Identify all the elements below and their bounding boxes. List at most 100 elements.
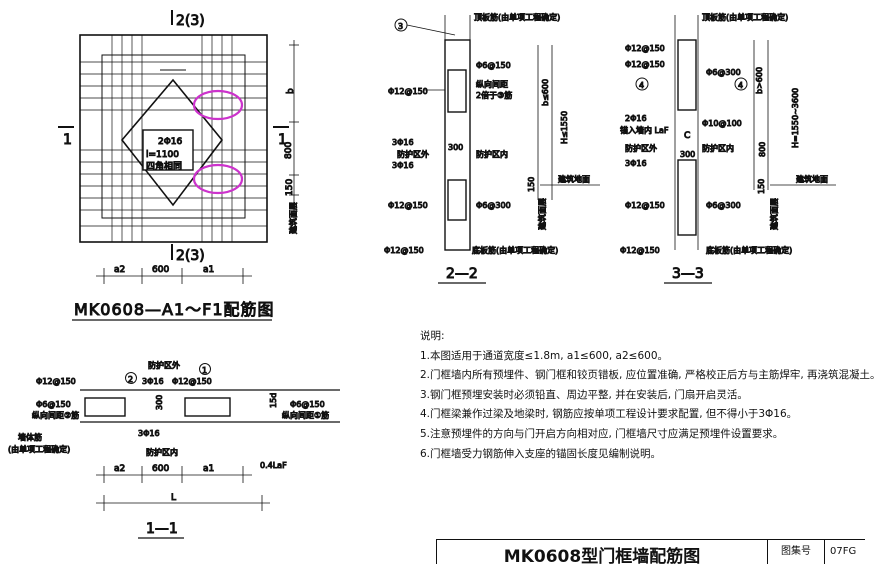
title-block-atlas-number: 07FG — [830, 546, 857, 557]
sec22-bottom-beam-cage — [447, 179, 467, 221]
sec22-stirrup-label: Φ6@150 — [476, 61, 511, 70]
plan-dim-150: 150 — [285, 179, 295, 196]
sec11-dim-15d: 15d — [269, 393, 278, 408]
plan-diag-length-label: l=1100 — [146, 150, 179, 160]
sec11-right-cage — [184, 397, 231, 417]
sec22-dim-h: H≤1550 — [560, 111, 569, 144]
note-item: 4.门框梁兼作过梁及地梁时, 钢筋应按单项工程设计要求配置, 但不得小于3Φ16… — [420, 408, 798, 421]
sec22-top-beam-cage — [447, 69, 467, 113]
sec11-left-cage — [84, 397, 126, 417]
note-item: 5.注意预埋件的方向与门开启方向相对应, 门框墙尺寸应满足预埋件设置要求。 — [420, 427, 784, 440]
plan-opening — [142, 129, 194, 171]
sec11-wall-bar-label: 墙体筋 — [18, 432, 42, 442]
sec22-dim-b: b≤600 — [541, 79, 550, 106]
sec33-dim-150: 150 — [757, 179, 766, 194]
sec22-floor-layer-label: 建筑面层 — [537, 198, 547, 230]
section-2-2: 3 顶板筋(由单项工程确定) Φ6@150 纵向间距 2倍于③筋 Φ12@150… — [384, 12, 600, 284]
sec33-3bar-label: 3Φ16 — [625, 159, 647, 168]
sec11-stirrup-label-left: Φ6@150 — [36, 400, 71, 409]
sec33-stirrup-label-2: Φ6@300 — [706, 201, 741, 210]
sec11-bar-label-b: Φ12@150 — [172, 377, 212, 386]
plan-dim-600: 600 — [152, 265, 169, 275]
sec22-dim-300: 300 — [448, 143, 463, 152]
sec11-inside-label: 防护区内 — [146, 447, 178, 457]
sec11-3bar-label-bottom: 3Φ16 — [138, 429, 160, 438]
sec33-bar-label-a: Φ12@150 — [625, 44, 665, 53]
sec11-dim-600: 600 — [152, 464, 169, 474]
plan-corner-note: 四角相同 — [146, 160, 182, 172]
sec11-caption: 1—1 — [146, 521, 178, 537]
sec33-dim-b: b>600 — [755, 67, 764, 94]
sec33-marker-4-right: 4 — [738, 81, 743, 90]
drawing-sheet: 2Φ16 l=1100 四角相同 2(3) 2(3) 1 1 b 800 150… — [8, 10, 881, 567]
sec33-dim-800: 800 — [758, 142, 767, 157]
plan-floor-label: 建筑面层 — [288, 202, 298, 234]
plan-dim-800: 800 — [284, 142, 294, 159]
sec22-marker-3: 3 — [398, 22, 403, 31]
sec11-longitudinal-label-left: 纵向间距②筋 — [32, 410, 79, 420]
sec11-dim-anchor: 0.4LaF — [260, 461, 287, 470]
section-3-3: 顶板筋(由单项工程确定) Φ12@150 Φ12@150 4 Φ6@300 4 … — [620, 12, 836, 284]
sec33-outside-label: 防护区外 — [625, 143, 657, 153]
plan-diag-bars-label: 2Φ16 — [158, 137, 183, 147]
plan-section-marker-bottom: 2(3) — [176, 248, 205, 264]
sec11-outside-label: 防护区外 — [148, 360, 180, 370]
sec22-longitudinal-label-2: 2倍于③筋 — [476, 90, 512, 100]
note-item: 3.钢门框预埋安装时必须铅直、周边平整, 并在安装后, 门扇开启灵活。 — [420, 388, 748, 401]
sec22-wall — [444, 39, 471, 251]
sec33-stirrup-label: Φ6@300 — [706, 68, 741, 77]
sec11-3bar-label-top: 3Φ16 — [142, 377, 164, 386]
plan-section-marker-top: 2(3) — [176, 13, 205, 29]
sec22-dim-150: 150 — [527, 177, 536, 192]
sec22-wall-bar-label: Φ12@150 — [388, 87, 428, 96]
sec22-outside-label: 防护区外 — [397, 149, 429, 159]
sec33-floor-label: 建筑地面 — [796, 174, 828, 184]
drawing-canvas: 2Φ16 l=1100 四角相同 2(3) 2(3) 1 1 b 800 150… — [8, 10, 836, 539]
sec22-3bar-label-top: 3Φ16 — [392, 138, 414, 147]
sec22-bottom-bar-label: Φ12@150 — [384, 246, 424, 255]
sec33-bottom-bar-label: Φ12@150 — [620, 246, 660, 255]
sec33-inside-label: 防护区内 — [702, 143, 734, 153]
title-block: MK0608型门框墙配筋图 图集号 07FG — [436, 539, 865, 567]
sec11-dim-L: L — [171, 493, 176, 503]
plan-outline — [79, 34, 268, 243]
sec33-wall-bar-label: Φ12@150 — [625, 201, 665, 210]
sec11-dim-300: 300 — [155, 395, 164, 410]
sec11-wall-bar-note: (由单项工程确定) — [8, 444, 70, 454]
sec33-anchor-label: 锚入墙内 LaF — [620, 125, 669, 135]
sec11-dim-a2: a2 — [114, 464, 125, 474]
sec33-bar-label-b: Φ12@150 — [625, 60, 665, 69]
sec11-stirrup-label-right: Φ6@150 — [290, 400, 325, 409]
sec11-bar-label-a: Φ12@150 — [36, 377, 76, 386]
sec33-top-beam-cage — [677, 39, 697, 111]
plan-rebar-grid — [80, 35, 267, 242]
sec33-caption: 3—3 — [672, 266, 704, 282]
plan-diagonal-bars — [120, 78, 224, 207]
sec11-dim-a1: a1 — [203, 464, 214, 474]
sec33-stirrup-10-label: Φ10@100 — [702, 119, 742, 128]
sec33-dim-300: 300 — [680, 150, 695, 159]
plan-view: 2Φ16 l=1100 四角相同 2(3) 2(3) 1 1 b 800 150… — [58, 10, 299, 321]
sec11-marker-1: 1 — [202, 366, 207, 375]
sec22-caption: 2—2 — [446, 266, 478, 282]
sec22-stirrup-label-2: Φ6@300 — [476, 201, 511, 210]
notes-heading: 说明: — [420, 330, 445, 342]
highlight-ellipse-upper — [192, 89, 244, 121]
sec22-floor-label: 建筑地面 — [558, 174, 590, 184]
sec22-top-slab-label: 顶板筋(由单项工程确定) — [474, 12, 560, 22]
sec33-2bar-label: 2Φ16 — [625, 114, 647, 123]
plan-dim-a1: a1 — [203, 265, 214, 275]
highlight-ellipse-lower — [192, 163, 244, 195]
sec22-3bar-label-bottom: 3Φ16 — [392, 161, 414, 170]
sec22-inside-label: 防护区内 — [476, 149, 508, 159]
sec33-c-label: C — [684, 131, 690, 141]
sec33-marker-4-left: 4 — [639, 81, 644, 90]
sec11-longitudinal-label-right: 纵向间距①筋 — [282, 410, 329, 420]
plan-title: MK0608—A1～F1配筋图 — [74, 300, 275, 319]
sec33-bottom-beam-cage — [677, 159, 697, 236]
title-block-title: MK0608型门框墙配筋图 — [503, 547, 701, 567]
note-item: 6.门框墙受力钢筋伸入支座的锚固长度见编制说明。 — [420, 447, 662, 460]
notes-block: 说明: 1.本图适用于通道宽度≤1.8m, a1≤600, a2≤600。 2.… — [420, 327, 881, 464]
sec33-floor-layer-label: 建筑面层 — [769, 198, 779, 230]
sec22-longitudinal-label: 纵向间距 — [476, 79, 508, 89]
